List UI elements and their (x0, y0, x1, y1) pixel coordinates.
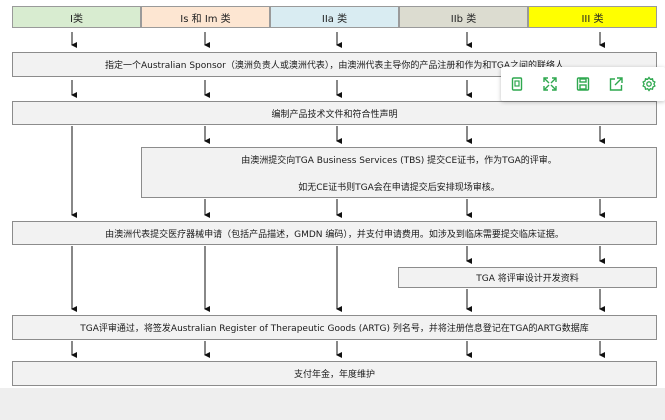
step-appoint-sponsor-text: 指定一个Australian Sponsor（澳洲负责人或澳洲代表），由澳洲代表… (104, 61, 565, 71)
page-footer-band (0, 388, 665, 420)
save-icon (576, 77, 590, 91)
step-technical-file: 编制产品技术文件和符合性声明 (12, 101, 657, 125)
save-button[interactable] (572, 73, 594, 95)
header-class-iia: IIa 类 (270, 6, 399, 28)
step-ce-certificate-text: 由澳洲提交向TGA Business Services (TBS) 提交CE证书… (241, 155, 557, 166)
header-class-i: I类 (12, 6, 141, 28)
step-ce-note-text: 如无CE证书则TGA会在申请提交后安排现场审核。 (298, 182, 500, 193)
share-icon (609, 77, 623, 91)
step-technical-file-text: 编制产品技术文件和符合性声明 (271, 109, 398, 120)
expand-button[interactable] (539, 73, 561, 95)
step-submit-ce-certificate: 由澳洲提交向TGA Business Services (TBS) 提交CE证书… (141, 147, 657, 198)
header-class-is-im: Is 和 Im 类 (141, 6, 270, 28)
step-annual-maintenance-text: 支付年金，年度维护 (293, 370, 375, 380)
image-toolbar (501, 67, 665, 101)
step-design-review: TGA 将评审设计开发资料 (398, 267, 657, 288)
step-device-application-text: 由澳洲代表提交医疗器械申请（包括产品描述，GMDN 编码），并支付申请费用。如涉… (105, 229, 564, 240)
settings-icon (641, 76, 656, 92)
expand-icon (543, 77, 557, 91)
step-annual-maintenance: 支付年金，年度维护 (12, 361, 657, 386)
header-class-iii: III 类 (528, 6, 657, 28)
step-artg-listing-text: TGA评审通过，将签发Australian Register of Therap… (80, 324, 589, 334)
step-artg-listing: TGA评审通过，将签发Australian Register of Therap… (12, 315, 657, 340)
step-device-application: 由澳洲代表提交医疗器械申请（包括产品描述，GMDN 编码），并支付申请费用。如涉… (12, 221, 657, 245)
step-design-review-text: TGA 将评审设计开发资料 (476, 274, 579, 284)
header-class-iib: IIb 类 (399, 6, 528, 28)
share-button[interactable] (605, 73, 627, 95)
copy-button[interactable] (506, 73, 528, 95)
copy-icon (512, 77, 523, 91)
settings-button[interactable] (638, 73, 660, 95)
